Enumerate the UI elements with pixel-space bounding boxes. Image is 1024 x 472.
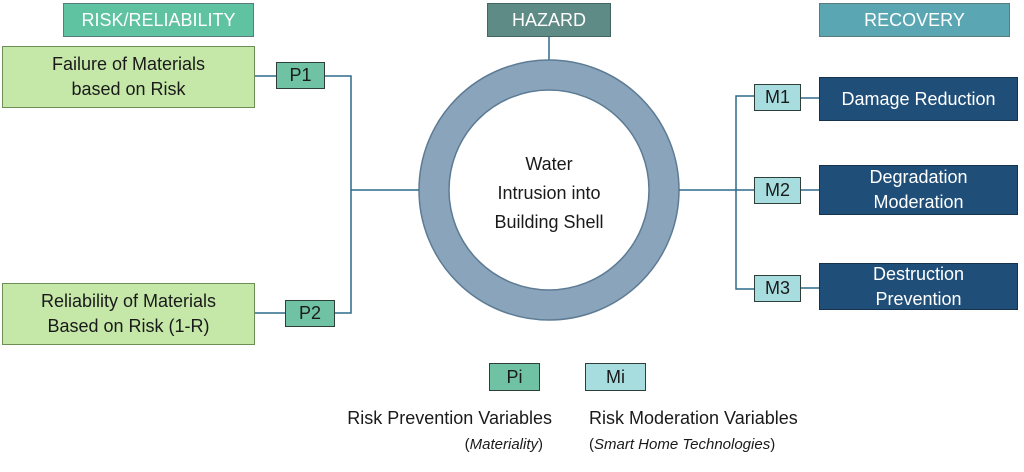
legend-pi-title: Risk Prevention Variables	[347, 408, 552, 428]
failure-box-line1: Failure of Materials	[51, 54, 206, 74]
failure-box-line2: based on Risk	[71, 79, 186, 99]
hazard-center-label: Water Intrusion into Building Shell	[469, 150, 629, 237]
damage-box-line1: Damage Reduction	[841, 88, 996, 109]
right-connector-bracket	[735, 95, 754, 290]
damage-reduction-box: Damage Reduction	[819, 77, 1018, 121]
center-line2: Intrusion into	[497, 183, 601, 203]
header-recovery: RECOVERY	[819, 3, 1010, 37]
header-hazard: HAZARD	[487, 3, 611, 37]
p2-tag: P2	[285, 300, 335, 327]
header-risk-reliability: RISK/RELIABILITY	[63, 3, 254, 37]
legend-pi-close: )	[538, 436, 543, 453]
legend-mi-title: Risk Moderation Variables	[589, 408, 798, 428]
legend-mi-swatch: Mi	[585, 363, 646, 391]
reliability-box-line1: Reliability of Materials	[40, 291, 217, 311]
destruction-box-line1: Destruction	[872, 263, 965, 284]
hazard-ring	[419, 60, 679, 320]
destruction-box-line2: Prevention	[875, 288, 962, 309]
m3-tag: M3	[754, 275, 801, 302]
reliability-box-line2: Based on Risk (1-R)	[47, 316, 210, 336]
legend-mi-close: )	[770, 436, 776, 453]
legend-pi-swatch: Pi	[489, 363, 540, 391]
failure-of-materials-box: Failure of Materials based on Risk	[2, 46, 255, 108]
p1-tag: P1	[276, 62, 325, 89]
legend-mi-subtitle: (Smart Home Technologies)	[589, 436, 849, 453]
legend-pi-sub: Materiality	[469, 436, 538, 453]
degradation-moderation-box: Degradation Moderation	[819, 165, 1018, 215]
m1-tag: M1	[754, 84, 801, 111]
legend-mi-open: (	[589, 436, 594, 453]
center-line3: Building Shell	[494, 212, 604, 232]
m2-tag: M2	[754, 177, 801, 204]
left-connector-bracket	[325, 75, 352, 314]
degradation-box-line2: Moderation	[873, 192, 964, 212]
hazard-ring-inner-edge	[448, 89, 650, 291]
legend-pi-open: (	[464, 436, 470, 453]
legend-mi-sub: Smart Home Technologies	[594, 436, 771, 453]
center-line1: Water	[525, 154, 573, 174]
legend-pi-subtitle: (Materiality)	[312, 436, 543, 453]
reliability-of-materials-box: Reliability of Materials Based on Risk (…	[2, 283, 255, 345]
degradation-box-line1: Degradation	[869, 167, 968, 187]
destruction-prevention-box: Destruction Prevention	[819, 263, 1018, 310]
